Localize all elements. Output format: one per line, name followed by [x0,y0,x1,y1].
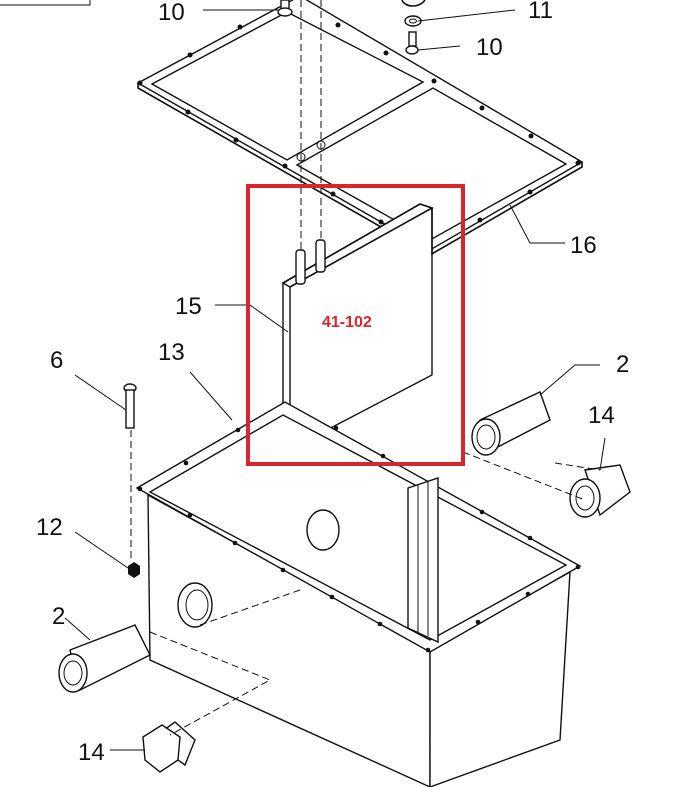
callout-2-left: 2 [52,603,65,630]
callout-16: 16 [570,232,597,259]
long-bolt [123,383,137,562]
callout-10-right: 10 [476,34,503,61]
callout-11: 11 [528,0,553,24]
washer [401,0,426,27]
callout-2-right: 2 [616,351,629,378]
callout-10-left: 10 [158,0,185,26]
top-screw-right [405,31,419,55]
tank-body [135,401,582,787]
callout-14-left: 14 [78,739,105,766]
highlight-box [246,184,465,466]
frame-corner [0,0,91,6]
nut [128,562,140,578]
plug-right [569,464,631,518]
fitting-right [471,391,551,456]
lid-gasket [136,0,584,256]
callout-6: 6 [50,347,63,374]
fitting-left [58,624,151,693]
plug-left [142,721,196,773]
callout-13: 13 [158,339,185,366]
callout-12: 12 [36,514,63,541]
top-screw-left [277,0,293,17]
callout-15: 15 [175,293,202,320]
highlight-part-number: 41-102 [322,314,372,331]
callout-14-right: 14 [588,402,615,429]
